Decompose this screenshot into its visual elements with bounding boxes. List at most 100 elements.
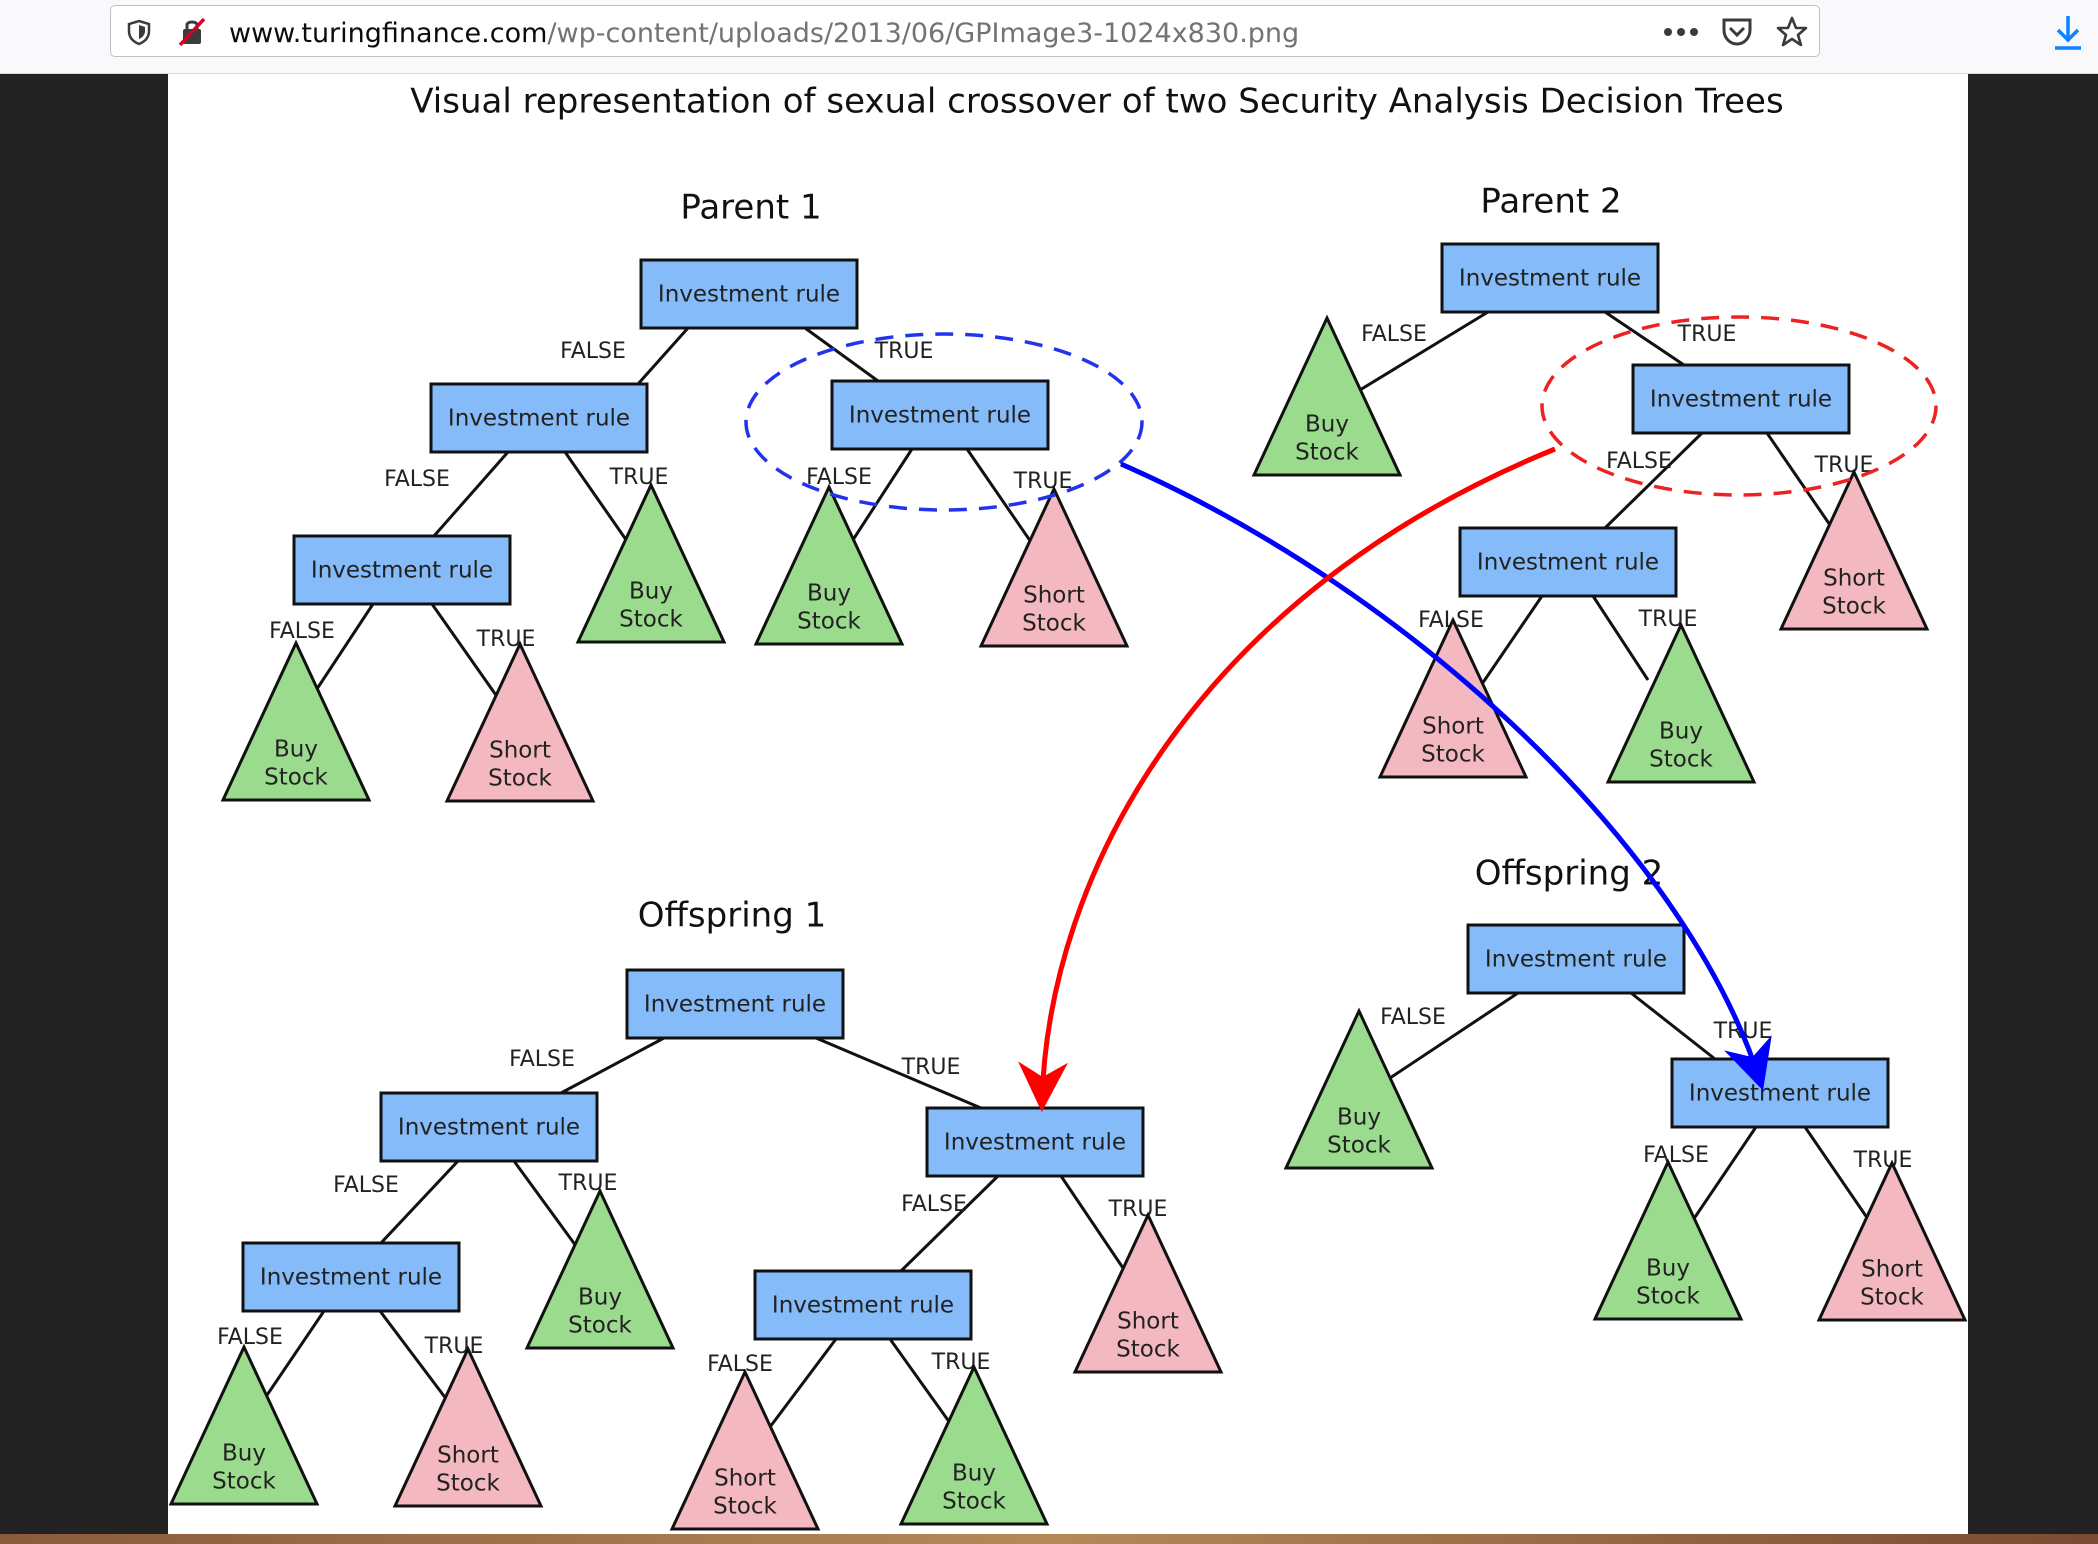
p2-leaf-buy-1-label-bottom: Stock <box>1295 440 1359 466</box>
crossover-arrow-red <box>1018 446 1556 1112</box>
o2-leaf-buy-2 <box>1592 1158 1744 1321</box>
o1-leaf-buy-3-label-bottom: Stock <box>942 1489 1006 1515</box>
o2-edge-1 <box>1383 991 1519 1084</box>
download-icon[interactable] <box>2052 14 2084 52</box>
p2-leaf-buy-1 <box>1251 314 1403 477</box>
crossover-arrow-blue <box>1119 461 1772 1091</box>
browser-toolbar: www.turingfinance.com/wp-content/uploads… <box>0 0 2098 74</box>
o1-label-false-3: FALSE <box>901 1192 967 1217</box>
o1-label-true-1: TRUE <box>901 1055 961 1080</box>
o1-edge-7 <box>259 1310 326 1405</box>
p2-right-rule-label: Investment rule <box>1650 387 1832 413</box>
p1-label-false-4: FALSE <box>269 619 335 644</box>
pocket-icon[interactable] <box>1720 16 1754 48</box>
o1-edge-5 <box>899 1174 1000 1273</box>
parent1-title: Parent 1 <box>680 188 821 228</box>
offspring2-title: Offspring 2 <box>1475 854 1663 894</box>
o1-leaf-short-2 <box>392 1345 544 1508</box>
url-text[interactable]: www.turingfinance.com/wp-content/uploads… <box>229 18 1299 49</box>
o2-leaf-buy-2-label-top: Buy <box>1646 1256 1690 1282</box>
o1-edge-3 <box>379 1159 460 1245</box>
o1-label-true-4: TRUE <box>424 1334 484 1359</box>
p2-edge-1 <box>1354 310 1489 395</box>
p2-leaf-buy-2-label-bottom: Stock <box>1649 747 1713 773</box>
o2-label-false-2: FALSE <box>1643 1143 1709 1168</box>
p2-leaf-short-1-label-bottom: Stock <box>1822 594 1886 620</box>
p2-leaf-short-2-label-top: Short <box>1422 714 1484 740</box>
p1-label-false-2: FALSE <box>384 467 450 492</box>
o1-left-rule <box>379 1091 599 1163</box>
o1-leaf-short-2-label-bottom: Stock <box>436 1471 500 1497</box>
insecure-lock-icon[interactable] <box>177 16 207 48</box>
p1-root-rule <box>639 258 859 330</box>
p1-label-false-1: FALSE <box>560 339 626 364</box>
o1-left-left-rule-label: Investment rule <box>260 1265 442 1291</box>
p1-edge-5 <box>847 448 914 547</box>
shield-icon[interactable] <box>125 18 153 46</box>
o1-leaf-buy-2 <box>168 1343 320 1506</box>
p2-edge-3 <box>1603 431 1704 530</box>
p1-leaf-buy-3 <box>220 639 372 802</box>
p1-leaf-short-1 <box>978 485 1130 648</box>
o2-leaf-buy-2-label-bottom: Stock <box>1636 1284 1700 1310</box>
url-bar[interactable]: www.turingfinance.com/wp-content/uploads… <box>110 5 1820 57</box>
p2-leaf-short-1-label-top: Short <box>1823 566 1885 592</box>
p1-leaf-buy-2 <box>753 483 905 646</box>
parent2-title: Parent 2 <box>1480 182 1621 222</box>
star-icon[interactable] <box>1775 15 1809 49</box>
o1-edge-2 <box>815 1036 982 1110</box>
p1-label-true-2: TRUE <box>609 465 669 490</box>
o1-right-left-rule <box>753 1269 973 1341</box>
diagram-text: Visual representation of sexual crossove… <box>410 82 1783 936</box>
o1-edge-8 <box>378 1310 452 1405</box>
p1-right-rule <box>830 379 1050 451</box>
o1-leaf-short-2-label-top: Short <box>437 1443 499 1469</box>
p2-leaf-buy-1-label-top: Buy <box>1305 412 1349 438</box>
p2-label-true-1: TRUE <box>1677 322 1737 347</box>
p1-leaf-buy-2-label-bottom: Stock <box>797 609 861 635</box>
o1-left-rule-label: Investment rule <box>398 1115 580 1141</box>
o1-edge-10 <box>888 1338 957 1431</box>
p1-left-left-rule-label: Investment rule <box>311 558 493 584</box>
o2-root-rule-label: Investment rule <box>1485 947 1667 973</box>
p2-edge-2 <box>1604 310 1685 367</box>
tree-edges <box>259 310 1872 1432</box>
o1-edge-9 <box>765 1338 838 1432</box>
o2-edge-3 <box>1687 1126 1758 1227</box>
p2-right-left-rule-label: Investment rule <box>1477 550 1659 576</box>
p2-leaf-buy-2 <box>1605 621 1757 784</box>
p2-right-left-rule <box>1458 526 1678 598</box>
p2-leaf-buy-2-label-top: Buy <box>1659 719 1703 745</box>
o2-right-rule <box>1670 1057 1890 1129</box>
o1-edge-6 <box>1059 1175 1125 1269</box>
o1-root-rule <box>625 968 845 1040</box>
p1-left-rule-label: Investment rule <box>448 406 630 432</box>
p2-label-true-3: TRUE <box>1638 607 1698 632</box>
o1-leaf-buy-1-label-bottom: Stock <box>568 1313 632 1339</box>
p2-edge-4 <box>1765 432 1832 526</box>
p1-edge-8 <box>430 603 500 699</box>
o1-right-rule <box>925 1106 1145 1178</box>
p1-edge-1 <box>636 327 690 385</box>
p1-leaf-buy-1 <box>575 481 727 644</box>
p2-leaf-short-2-label-bottom: Stock <box>1421 742 1485 768</box>
o2-right-rule-label: Investment rule <box>1689 1081 1871 1107</box>
o1-label-true-5: TRUE <box>931 1350 991 1375</box>
url-path: /wp-content/uploads/2013/06/GPImage3-102… <box>547 18 1300 49</box>
o1-label-true-3: TRUE <box>1108 1197 1168 1222</box>
p1-leaf-short-2 <box>444 640 596 803</box>
p1-edge-2 <box>804 326 879 383</box>
o1-leaf-buy-1-label-top: Buy <box>578 1285 622 1311</box>
more-icon[interactable] <box>1663 26 1699 38</box>
p1-leaf-short-2-label-bottom: Stock <box>488 766 552 792</box>
p2-leaf-short-1 <box>1778 468 1930 631</box>
o2-label-false-1: FALSE <box>1380 1005 1446 1030</box>
o1-leaf-short-3-label-top: Short <box>714 1466 776 1492</box>
p1-label-false-3: FALSE <box>806 465 872 490</box>
o1-leaf-buy-1 <box>524 1187 676 1350</box>
p2-label-false-2: FALSE <box>1606 449 1672 474</box>
p1-edge-7 <box>309 603 375 699</box>
